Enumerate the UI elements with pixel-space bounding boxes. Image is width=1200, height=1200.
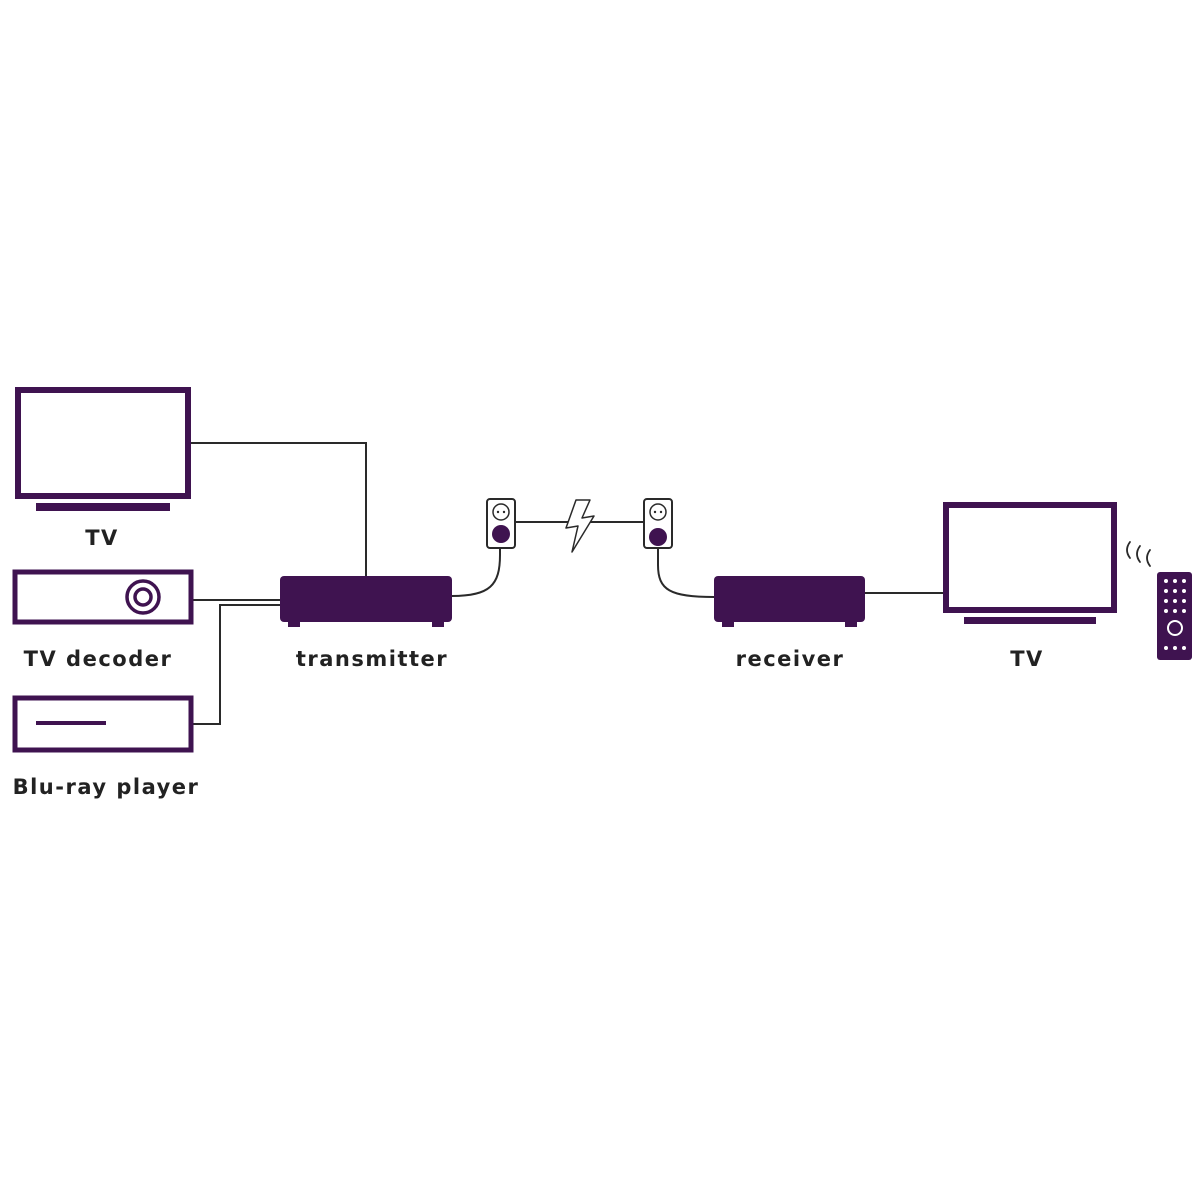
remote-control-icon (1157, 572, 1192, 660)
lightning-bolt-icon (565, 499, 595, 553)
bluray-player-icon (12, 695, 194, 753)
power-socket-icon-right (643, 498, 673, 549)
tv-icon-right (943, 502, 1117, 624)
label-receiver: receiver (736, 647, 845, 671)
label-tv-right: TV (1010, 647, 1044, 671)
label-tv-left: TV (85, 526, 119, 550)
wire-bluray-to-transmitter (192, 604, 282, 725)
transmitter-box-icon (280, 576, 452, 627)
signal-waves-icon (1126, 541, 1151, 567)
wire-socket-to-receiver (657, 542, 715, 598)
label-bluray-player: Blu-ray player (13, 775, 200, 799)
tv-icon (15, 387, 191, 511)
wire-transmitter-to-socket (451, 542, 501, 597)
wire-tv-to-transmitter (188, 442, 367, 577)
power-socket-icon-left (486, 498, 516, 549)
label-transmitter: transmitter (296, 647, 448, 671)
tv-decoder-icon (12, 569, 194, 625)
label-tv-decoder: TV decoder (24, 647, 173, 671)
receiver-box-icon (714, 576, 865, 627)
